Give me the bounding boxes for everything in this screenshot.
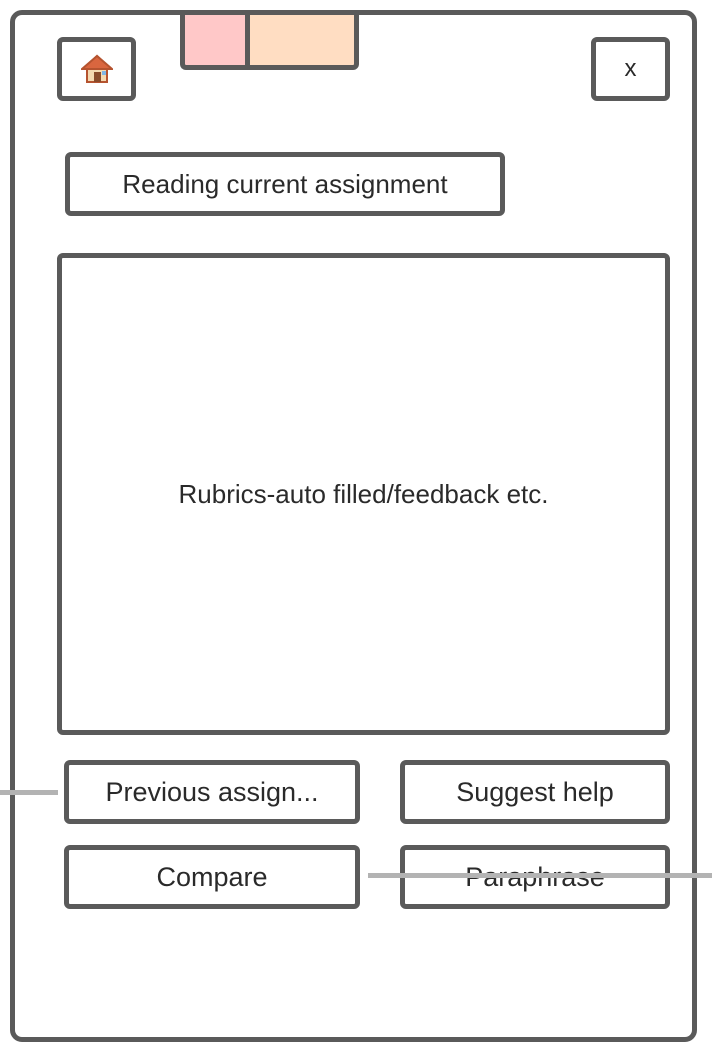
connector-line-right bbox=[368, 873, 712, 878]
suggest-help-button[interactable]: Suggest help bbox=[400, 760, 670, 824]
status-title-text: Reading current assignment bbox=[122, 168, 448, 199]
previous-assignment-label: Previous assign... bbox=[105, 776, 319, 807]
compare-label: Compare bbox=[156, 861, 268, 892]
suggest-help-label: Suggest help bbox=[456, 776, 614, 807]
home-icon bbox=[80, 54, 113, 84]
rubric-content-panel: Rubrics-auto filled/feedback etc. bbox=[57, 253, 670, 735]
close-button[interactable]: x bbox=[591, 37, 670, 101]
connector-line-left bbox=[0, 790, 58, 795]
compare-button[interactable]: Compare bbox=[64, 845, 360, 909]
tab-pink[interactable] bbox=[180, 10, 249, 70]
close-icon: x bbox=[624, 55, 637, 82]
tab-peach[interactable] bbox=[245, 10, 359, 70]
rubric-content-text: Rubrics-auto filled/feedback etc. bbox=[178, 478, 549, 509]
status-title: Reading current assignment bbox=[65, 152, 505, 216]
previous-assignment-button[interactable]: Previous assign... bbox=[64, 760, 360, 824]
home-button[interactable] bbox=[57, 37, 136, 101]
